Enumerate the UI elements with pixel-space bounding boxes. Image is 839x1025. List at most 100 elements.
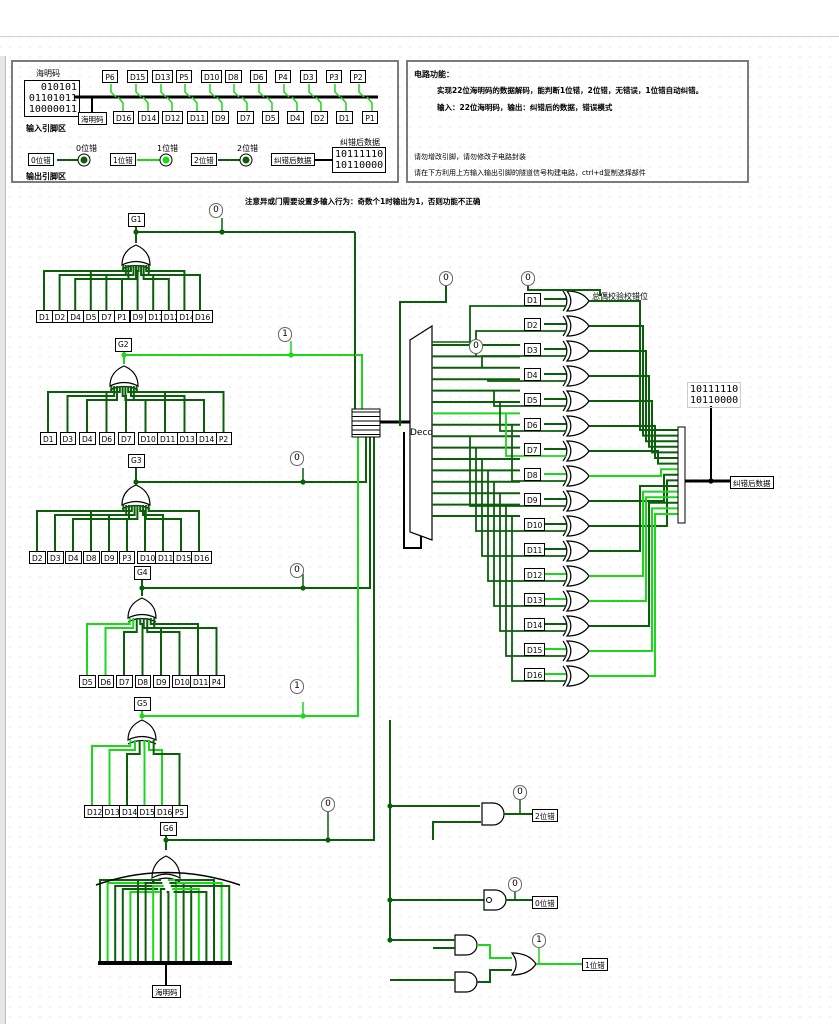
parity-note: 总偶校验校错位 <box>592 291 648 302</box>
input-pin-d3[interactable]: D3 <box>300 70 317 83</box>
input-pin-d7[interactable]: D7 <box>237 111 254 124</box>
group2-input-d3[interactable]: D3 <box>60 432 77 445</box>
err0-output-tag[interactable]: 0位错 <box>532 896 558 909</box>
group3-input-d9[interactable]: D9 <box>101 551 118 564</box>
xor-input-d8[interactable]: D8 <box>524 468 541 481</box>
group1-input-p1[interactable]: P1 <box>114 310 130 323</box>
input-pin-d4[interactable]: D4 <box>287 111 304 124</box>
input-pin-d12[interactable]: D12 <box>162 111 183 124</box>
group1-input-d9[interactable]: D9 <box>130 310 147 323</box>
input-pin-d1[interactable]: D1 <box>336 111 353 124</box>
group2-input-d13[interactable]: D13 <box>177 432 198 445</box>
xor-input-d4[interactable]: D4 <box>524 368 541 381</box>
group5-input-p5[interactable]: P5 <box>172 805 188 818</box>
input-pin-d2[interactable]: D2 <box>311 111 328 124</box>
err0-tag[interactable]: 0位错 <box>28 153 54 166</box>
xor-input-d14[interactable]: D14 <box>524 618 545 631</box>
group2-input-p2[interactable]: P2 <box>216 432 232 445</box>
xor-input-d7[interactable]: D7 <box>524 443 541 456</box>
xor-input-d10[interactable]: D10 <box>524 518 545 531</box>
group4-input-d6[interactable]: D6 <box>98 675 115 688</box>
group2-input-d4[interactable]: D4 <box>79 432 96 445</box>
group3-input-d2[interactable]: D2 <box>29 551 46 564</box>
err0-probe: 0 <box>508 877 522 892</box>
group1-input-d16[interactable]: D16 <box>192 310 213 323</box>
group1-input-d5[interactable]: D5 <box>83 310 100 323</box>
input-pin-d8[interactable]: D8 <box>225 70 242 83</box>
group3-input-d8[interactable]: D8 <box>83 551 100 564</box>
input-pin-p6[interactable]: P6 <box>102 70 118 83</box>
correction-xor-d5 <box>567 391 589 411</box>
group3-input-d4[interactable]: D4 <box>65 551 82 564</box>
group3-input-p3[interactable]: P3 <box>119 551 135 564</box>
wire-path <box>341 97 346 111</box>
xor-input-d5[interactable]: D5 <box>524 393 541 406</box>
input-pin-p3[interactable]: P3 <box>326 70 342 83</box>
group2-input-d11[interactable]: D11 <box>157 432 178 445</box>
xor-input-d9[interactable]: D9 <box>524 493 541 506</box>
err2-tag[interactable]: 2位错 <box>191 153 217 166</box>
correction-xor-d14-back <box>563 616 567 636</box>
input-pin-p1[interactable]: P1 <box>362 111 378 124</box>
group3-input-d16[interactable]: D16 <box>191 551 212 564</box>
err2-output-tag[interactable]: 2位错 <box>532 809 558 822</box>
group2-input-d10[interactable]: D10 <box>138 432 159 445</box>
group4-input-p4[interactable]: P4 <box>209 675 225 688</box>
input-pin-d14[interactable]: D14 <box>138 111 159 124</box>
corrected-tag[interactable]: 纠错后数据 <box>271 153 315 166</box>
xor-input-d6[interactable]: D6 <box>524 418 541 431</box>
input-pin-p2[interactable]: P2 <box>350 70 366 83</box>
correction-xor-d7 <box>567 441 589 461</box>
input-pin-d9[interactable]: D9 <box>212 111 229 124</box>
input-pin-d10[interactable]: D10 <box>201 70 222 83</box>
wire-path <box>500 493 566 631</box>
wire-path <box>470 306 566 345</box>
input-pin-p5[interactable]: P5 <box>176 70 192 83</box>
wire-path <box>143 97 148 111</box>
input-pin-d11[interactable]: D11 <box>187 111 208 124</box>
group4-input-d5[interactable]: D5 <box>79 675 96 688</box>
group4-input-d8[interactable]: D8 <box>135 675 152 688</box>
input-pin-d15[interactable]: D15 <box>127 70 148 83</box>
junction-dot <box>387 937 392 942</box>
xor-input-d12[interactable]: D12 <box>524 568 545 581</box>
input-pin-p4[interactable]: P4 <box>275 70 291 83</box>
err1-tag[interactable]: 1位错 <box>110 153 136 166</box>
output-value-line: 10110000 <box>690 395 738 406</box>
wire-path <box>433 822 481 840</box>
group4-input-d7[interactable]: D7 <box>116 675 133 688</box>
xor-input-d15[interactable]: D15 <box>524 643 545 656</box>
input-pin-d6[interactable]: D6 <box>250 70 267 83</box>
group1-input-d4[interactable]: D4 <box>67 310 84 323</box>
err1-output-tag[interactable]: 1位错 <box>582 958 608 971</box>
xor-input-d3[interactable]: D3 <box>524 343 541 356</box>
wire-path <box>477 945 512 958</box>
xor-input-d2[interactable]: D2 <box>524 318 541 331</box>
wire-path <box>91 265 131 310</box>
correction-xor-d14 <box>567 616 589 636</box>
led-2-core <box>243 157 250 164</box>
group2-input-d1[interactable]: D1 <box>40 432 57 445</box>
group4-input-d9[interactable]: D9 <box>153 675 170 688</box>
wire-path <box>111 84 116 97</box>
xor-input-d16[interactable]: D16 <box>524 668 545 681</box>
group1-input-d2[interactable]: D2 <box>52 310 69 323</box>
xor-input-d13[interactable]: D13 <box>524 593 545 606</box>
group1-input-d7[interactable]: D7 <box>98 310 115 323</box>
group2-input-d14[interactable]: D14 <box>196 432 217 445</box>
output-tag[interactable]: 纠错后数据 <box>730 476 774 489</box>
group2-input-d7[interactable]: D7 <box>118 432 135 445</box>
not-bubble <box>487 898 492 903</box>
input-pin-d16[interactable]: D16 <box>113 111 134 124</box>
group2-input-d6[interactable]: D6 <box>99 432 116 445</box>
input-pin-d5[interactable]: D5 <box>262 111 279 124</box>
hamming-input-tag[interactable]: 海明码 <box>78 112 107 125</box>
input-pin-d13[interactable]: D13 <box>152 70 173 83</box>
xor-input-d1[interactable]: D1 <box>524 293 541 306</box>
hamming-bottom-tag[interactable]: 海明码 <box>152 985 181 998</box>
group1-input-d1[interactable]: D1 <box>36 310 53 323</box>
group-xor-4-back <box>128 619 156 623</box>
description-box <box>407 61 748 182</box>
xor-input-d11[interactable]: D11 <box>524 543 545 556</box>
group3-input-d3[interactable]: D3 <box>47 551 64 564</box>
